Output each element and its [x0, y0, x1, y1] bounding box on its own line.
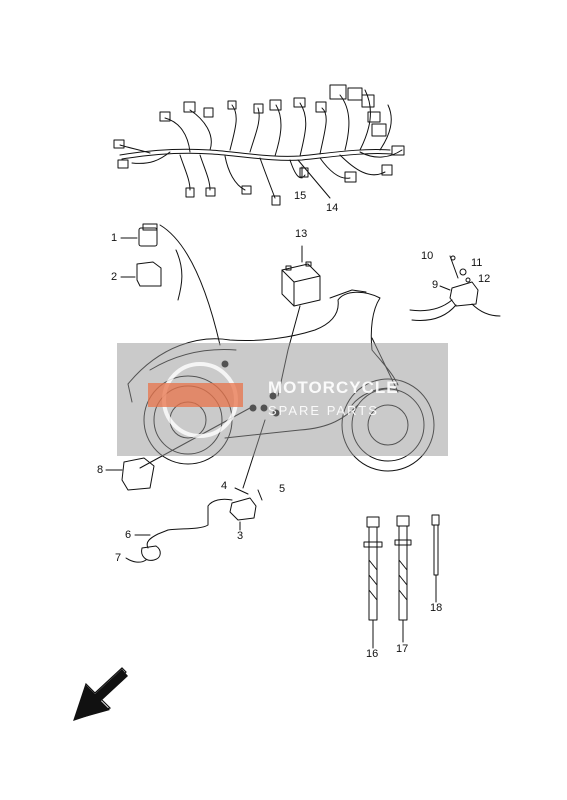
callout-4: 4 — [221, 480, 228, 492]
callout-17: 17 — [396, 643, 409, 655]
wire-harness — [113, 84, 405, 206]
callout-15: 15 — [294, 190, 307, 202]
cdi-unit-part — [105, 457, 155, 491]
relay-part — [120, 223, 158, 247]
cable-tie-part — [394, 515, 412, 643]
callout-16: 16 — [366, 648, 379, 660]
callout-13: 13 — [295, 228, 308, 240]
ignition-coil-part — [134, 487, 263, 549]
callout-12: 12 — [478, 273, 491, 285]
callout-1: 1 — [111, 232, 118, 244]
callout-18: 18 — [430, 602, 443, 614]
regulator-part — [409, 255, 501, 321]
callout-10: 10 — [421, 250, 434, 262]
cable-tie-part — [363, 516, 383, 649]
callout-5: 5 — [279, 483, 286, 495]
spark-plug-cap-part — [125, 545, 161, 563]
callout-6: 6 — [125, 529, 132, 541]
callout-8: 8 — [97, 464, 104, 476]
front-direction-arrow-icon — [73, 667, 128, 721]
callout-2: 2 — [111, 271, 118, 283]
callout-7: 7 — [115, 552, 122, 564]
callout-11: 11 — [471, 257, 483, 269]
callout-14: 14 — [326, 202, 339, 214]
callout-9: 9 — [432, 279, 439, 291]
relay-cover-part — [120, 261, 162, 287]
watermark-subtitle: SPARE PARTS — [268, 403, 379, 418]
watermark-logo — [148, 362, 243, 438]
cable-tie-part — [431, 514, 440, 603]
watermark-title: MOTORCYCLE — [268, 378, 399, 397]
callout-3: 3 — [237, 530, 244, 542]
